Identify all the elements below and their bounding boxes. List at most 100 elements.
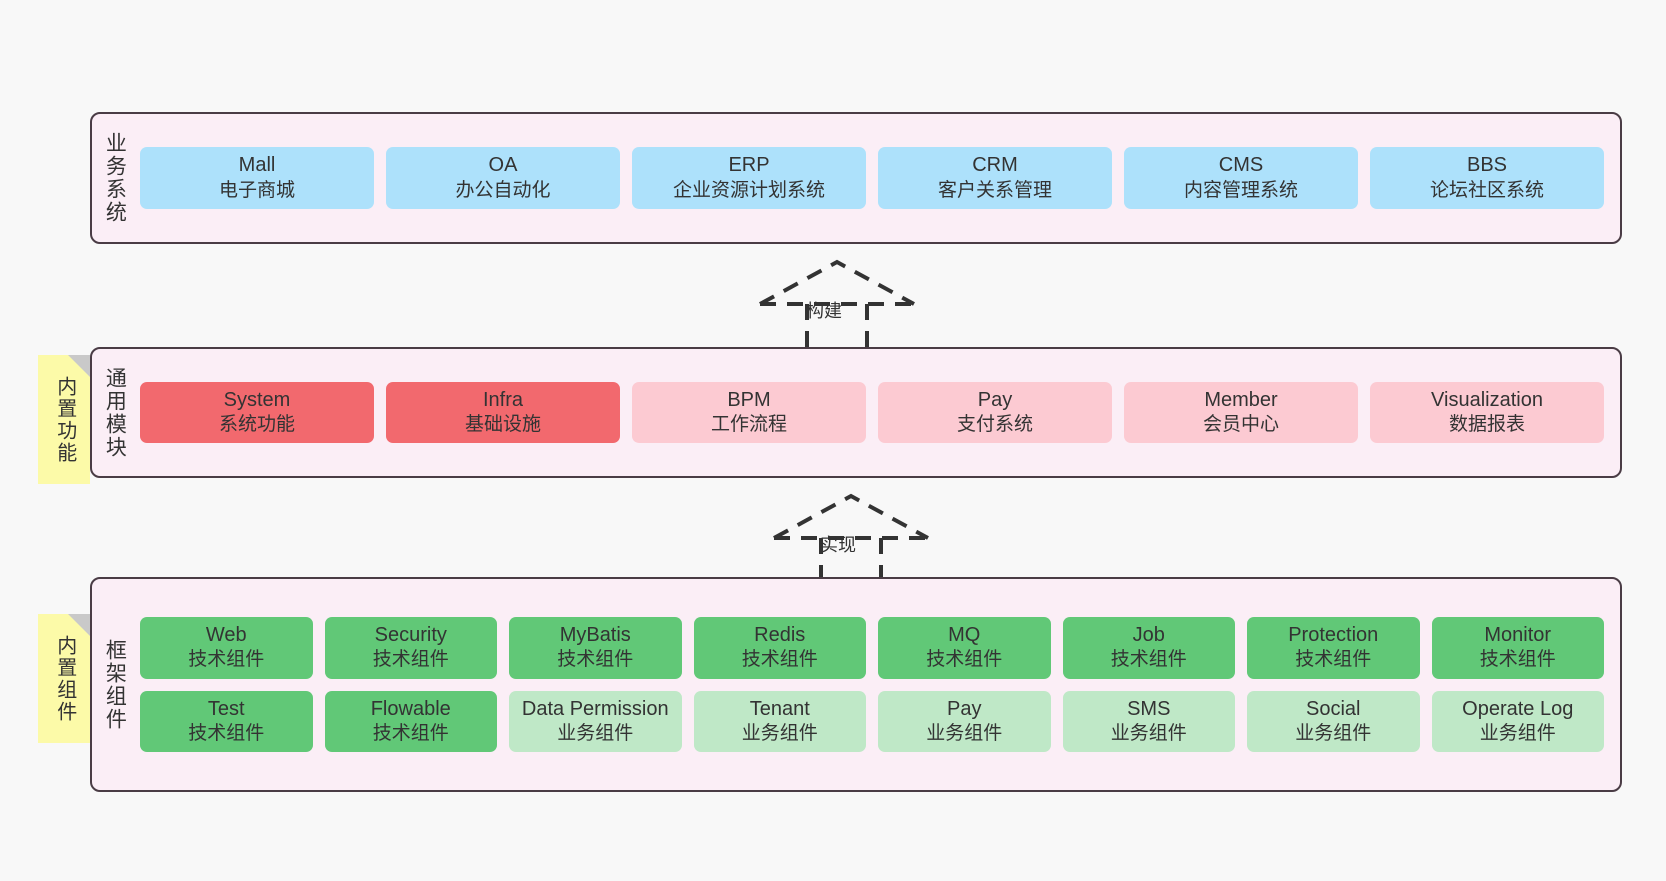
- layer-business-system: 业务系统 Mall 电子商城 OA 办公自动化 ERP 企业资源计划系统 CRM…: [90, 112, 1622, 244]
- module-card-cms[interactable]: CMS 内容管理系统: [1124, 147, 1358, 209]
- sticky-note-builtin-component: 内置组件: [38, 614, 90, 743]
- module-title: Visualization: [1431, 388, 1543, 411]
- module-card-bbs[interactable]: BBS 论坛社区系统: [1370, 147, 1604, 209]
- component-card-job[interactable]: Job 技术组件: [1062, 616, 1235, 679]
- layer-common-module: 通用模块 System 系统功能 Infra 基础设施 BPM 工作流程 Pay…: [90, 347, 1622, 478]
- component-title: Test: [207, 697, 245, 720]
- module-subtitle: 数据报表: [1448, 414, 1525, 436]
- component-card-pay[interactable]: Pay 业务组件: [878, 690, 1051, 753]
- module-card-bpm[interactable]: BPM 工作流程: [632, 381, 866, 444]
- component-title: Social: [1306, 697, 1361, 720]
- layer-body-common-module: System 系统功能 Infra 基础设施 BPM 工作流程 Pay 支付系统…: [136, 349, 1620, 476]
- component-card-web[interactable]: Web 技术组件: [140, 616, 313, 679]
- layer-row: Web 技术组件 Security 技术组件 MyBatis 技术组件 Redi…: [140, 616, 1604, 679]
- module-card-pay[interactable]: Pay 支付系统: [878, 381, 1112, 444]
- component-card-test[interactable]: Test 技术组件: [140, 690, 313, 753]
- module-title: Infra: [482, 388, 524, 411]
- note-fold-icon: [68, 614, 90, 636]
- component-title: Security: [374, 623, 447, 646]
- module-title: OA: [488, 154, 518, 177]
- component-title: Flowable: [370, 697, 451, 720]
- component-title: Protection: [1288, 623, 1379, 646]
- component-subtitle: 业务组件: [741, 723, 818, 745]
- module-subtitle: 内容管理系统: [1183, 179, 1298, 201]
- component-title: Pay: [947, 697, 982, 720]
- sticky-note-label: 内置组件: [53, 634, 76, 723]
- layer-body-framework-component: Web 技术组件 Security 技术组件 MyBatis 技术组件 Redi…: [136, 579, 1620, 790]
- sticky-note-builtin-feature: 内置功能: [38, 355, 90, 484]
- component-card-mq[interactable]: MQ 技术组件: [878, 616, 1051, 679]
- component-card-redis[interactable]: Redis 技术组件: [693, 616, 866, 679]
- component-subtitle: 技术组件: [188, 649, 265, 671]
- component-title: Data Permission: [521, 697, 669, 720]
- connector-build-label: 构建: [806, 301, 842, 321]
- component-title: SMS: [1127, 697, 1171, 720]
- component-subtitle: 业务组件: [1110, 723, 1187, 745]
- module-card-erp[interactable]: ERP 企业资源计划系统: [632, 147, 866, 209]
- component-subtitle: 业务组件: [1479, 723, 1556, 745]
- module-subtitle: 工作流程: [710, 414, 787, 436]
- module-title: System: [223, 388, 291, 411]
- module-card-system[interactable]: System 系统功能: [140, 381, 374, 444]
- connector-build: 构建: [752, 254, 922, 354]
- component-card-tenant[interactable]: Tenant 业务组件: [693, 690, 866, 753]
- module-card-mall[interactable]: Mall 电子商城: [140, 147, 374, 209]
- module-title: Pay: [977, 388, 1013, 411]
- component-subtitle: 技术组件: [372, 649, 449, 671]
- component-subtitle: 技术组件: [188, 723, 265, 745]
- component-title: Job: [1132, 623, 1165, 646]
- layer-body-business-system: Mall 电子商城 OA 办公自动化 ERP 企业资源计划系统 CRM 客户关系…: [136, 114, 1620, 242]
- component-card-flowable[interactable]: Flowable 技术组件: [324, 690, 497, 753]
- module-subtitle: 会员中心: [1202, 414, 1279, 436]
- component-title: Operate Log: [1462, 697, 1574, 720]
- layer-row: Test 技术组件 Flowable 技术组件 Data Permission …: [140, 690, 1604, 753]
- module-subtitle: 企业资源计划系统: [672, 179, 825, 201]
- layer-title-business-system: 业务系统: [103, 132, 127, 224]
- component-title: Web: [205, 623, 247, 646]
- module-subtitle: 系统功能: [218, 414, 295, 436]
- module-title: CMS: [1218, 154, 1264, 177]
- component-card-operate-log[interactable]: Operate Log 业务组件: [1431, 690, 1604, 753]
- module-card-oa[interactable]: OA 办公自动化: [386, 147, 620, 209]
- module-title: BBS: [1466, 154, 1508, 177]
- component-card-monitor[interactable]: Monitor 技术组件: [1431, 616, 1604, 679]
- component-subtitle: 业务组件: [557, 723, 634, 745]
- module-subtitle: 客户关系管理: [937, 179, 1052, 201]
- layer-row: System 系统功能 Infra 基础设施 BPM 工作流程 Pay 支付系统…: [140, 381, 1604, 444]
- sticky-note-label: 内置功能: [53, 375, 76, 464]
- component-subtitle: 技术组件: [1295, 649, 1372, 671]
- component-card-data-permission[interactable]: Data Permission 业务组件: [509, 690, 682, 753]
- component-subtitle: 技术组件: [1110, 649, 1187, 671]
- note-fold-icon: [68, 355, 90, 377]
- component-subtitle: 技术组件: [372, 723, 449, 745]
- component-title: Tenant: [749, 697, 810, 720]
- module-card-infra[interactable]: Infra 基础设施: [386, 381, 620, 444]
- component-subtitle: 技术组件: [1479, 649, 1556, 671]
- component-card-protection[interactable]: Protection 技术组件: [1247, 616, 1420, 679]
- layer-title-common-module: 通用模块: [103, 366, 127, 459]
- component-subtitle: 技术组件: [741, 649, 818, 671]
- module-title: BPM: [727, 388, 771, 411]
- component-title: MyBatis: [559, 623, 631, 646]
- module-subtitle: 电子商城: [218, 179, 295, 201]
- component-title: MQ: [948, 623, 981, 646]
- component-card-sms[interactable]: SMS 业务组件: [1062, 690, 1235, 753]
- module-title: ERP: [728, 154, 770, 177]
- module-card-crm[interactable]: CRM 客户关系管理: [878, 147, 1112, 209]
- module-card-member[interactable]: Member 会员中心: [1124, 381, 1358, 444]
- component-subtitle: 技术组件: [926, 649, 1003, 671]
- layer-title-framework-component: 框架组件: [103, 638, 127, 731]
- component-subtitle: 技术组件: [557, 649, 634, 671]
- module-subtitle: 论坛社区系统: [1429, 179, 1544, 201]
- component-title: Monitor: [1484, 623, 1552, 646]
- module-subtitle: 支付系统: [956, 414, 1033, 436]
- component-card-mybatis[interactable]: MyBatis 技术组件: [509, 616, 682, 679]
- module-title: CRM: [972, 154, 1018, 177]
- component-card-social[interactable]: Social 业务组件: [1247, 690, 1420, 753]
- module-card-visualization[interactable]: Visualization 数据报表: [1370, 381, 1604, 444]
- module-subtitle: 办公自动化: [455, 179, 551, 201]
- layer-row: Mall 电子商城 OA 办公自动化 ERP 企业资源计划系统 CRM 客户关系…: [140, 147, 1604, 209]
- component-card-security[interactable]: Security 技术组件: [324, 616, 497, 679]
- component-title: Redis: [754, 623, 806, 646]
